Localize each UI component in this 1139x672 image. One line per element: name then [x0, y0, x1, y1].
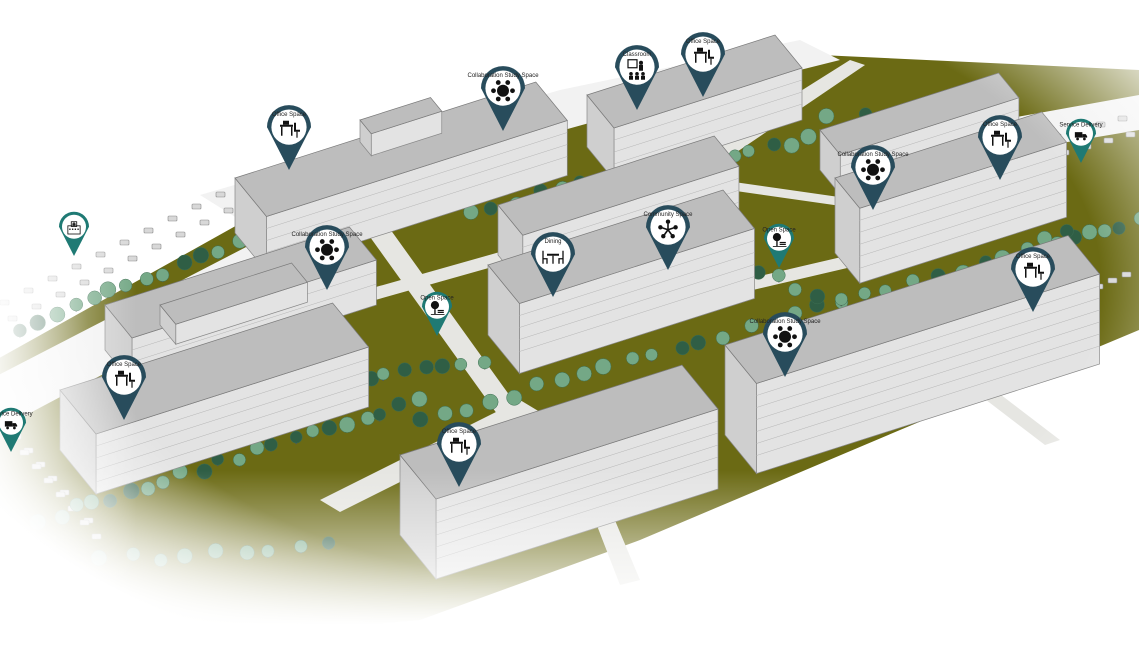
marker-label: Office Space	[1016, 254, 1051, 260]
marker-label: Open Space	[762, 227, 796, 233]
marker-label: Service Delivery	[0, 411, 33, 417]
dining-table-icon	[542, 250, 564, 264]
marker-face	[685, 36, 721, 72]
round-table-icon	[491, 80, 515, 102]
map-marker-dining[interactable]: Dining	[531, 232, 575, 297]
map-marker-office-space-nw[interactable]: Office Space	[267, 105, 311, 170]
map-marker-office-space-east[interactable]: Office Space	[1011, 247, 1055, 312]
marker-label: Office Space	[983, 122, 1018, 128]
desk-chair-icon	[280, 120, 300, 138]
round-table-icon	[315, 239, 339, 261]
marker-face	[106, 359, 142, 395]
map-marker-community-space[interactable]: Community Space	[643, 205, 693, 270]
round-table-icon	[773, 326, 797, 348]
marker-face	[1015, 251, 1051, 287]
park-bench-icon	[772, 233, 787, 247]
marker-label: Collaboration Study Space	[837, 152, 909, 158]
marker-label: Office Space	[272, 112, 307, 118]
marker-label: Collaboration Study Space	[749, 319, 821, 325]
truck-icon	[1074, 132, 1088, 141]
marker-label: Office Space	[107, 362, 142, 368]
map-marker-open-space-east[interactable]: Open Space	[762, 223, 796, 268]
marker-label: Office Space	[686, 39, 721, 45]
truck-icon	[4, 421, 18, 430]
map-marker-office-space-west[interactable]: Office Space	[102, 355, 146, 420]
map-marker-office-space-ne[interactable]: Office Space	[978, 115, 1022, 180]
map-marker-collab-west[interactable]: Collaboration Study Space	[291, 225, 363, 290]
marker-face	[271, 109, 307, 145]
map-marker-collab-north[interactable]: Collaboration Study Space	[467, 66, 539, 131]
marker-label: Open Space	[420, 295, 454, 301]
marker-label: Collaboration Study Space	[291, 232, 363, 238]
map-marker-office-space-north[interactable]: Office Space	[681, 32, 725, 97]
round-table-icon	[861, 159, 885, 181]
map-marker-open-space-central[interactable]: Open Space	[420, 291, 454, 336]
desk-chair-icon	[450, 437, 470, 455]
marker-face	[982, 119, 1018, 155]
map-marker-collab-southeast[interactable]: Collaboration Study Space	[749, 312, 821, 377]
marker-label: Classroom	[623, 52, 652, 58]
desk-chair-icon	[115, 370, 135, 388]
desk-chair-icon	[694, 47, 714, 65]
community-icon	[658, 219, 678, 239]
map-marker-collab-ne[interactable]: Collaboration Study Space	[837, 145, 909, 210]
map-marker-office-space-south[interactable]: Office Space	[437, 422, 481, 487]
park-bench-icon	[430, 301, 445, 315]
marker-label: Dining	[544, 239, 561, 245]
map-marker-classroom[interactable]: Classroom	[615, 45, 659, 110]
map-marker-delivery-ne[interactable]: Service Delivery	[1059, 118, 1103, 163]
marker-label: Collaboration Study Space	[467, 73, 539, 79]
hospital-icon	[67, 221, 81, 235]
desk-chair-icon	[991, 130, 1011, 148]
map-marker-delivery-west[interactable]: Service Delivery	[0, 407, 33, 452]
marker-face	[441, 426, 477, 462]
classroom-icon	[627, 59, 645, 80]
marker-label: Office Space	[442, 429, 477, 435]
map-marker-hospital-west[interactable]	[59, 211, 89, 256]
desk-chair-icon	[1024, 262, 1044, 280]
marker-label: Service Delivery	[1059, 122, 1102, 128]
marker-label: Community Space	[643, 212, 693, 218]
